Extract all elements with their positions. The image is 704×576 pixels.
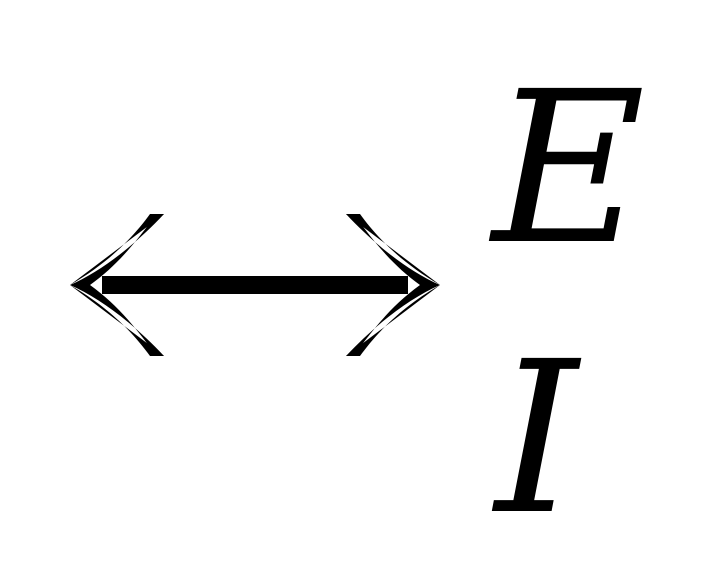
arrow-right-head (346, 214, 440, 356)
double-headed-arrow-icon (70, 214, 440, 356)
arrow-shaft (102, 276, 408, 294)
label-top: E (492, 46, 646, 291)
arrow-left-head (70, 214, 164, 356)
label-bottom: I (495, 316, 578, 561)
